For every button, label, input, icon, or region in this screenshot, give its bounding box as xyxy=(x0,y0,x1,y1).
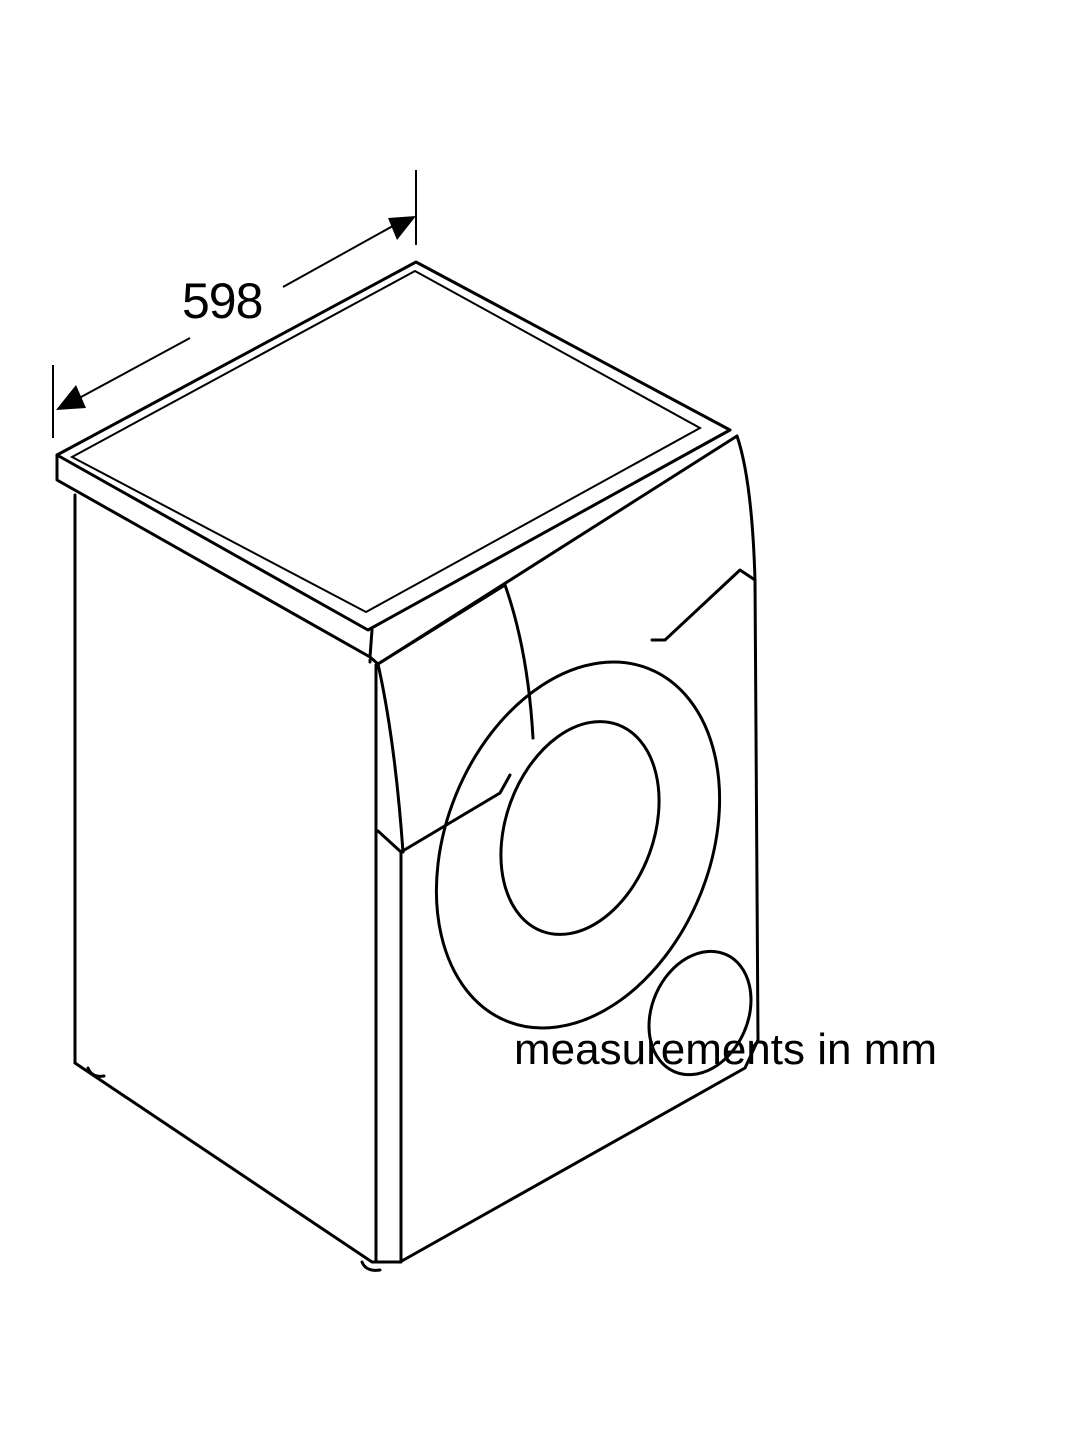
panel-top-edge xyxy=(376,583,507,666)
width-dimension xyxy=(52,170,417,438)
width-dimension-label: 598 xyxy=(182,273,263,329)
arrowhead-right-icon xyxy=(388,216,416,240)
worktop xyxy=(55,260,739,666)
arrowhead-left-icon xyxy=(56,385,86,410)
service-flap xyxy=(647,949,753,1077)
foot-left xyxy=(86,1066,106,1078)
door-outer-ring xyxy=(434,660,722,1030)
dimension-line-right xyxy=(282,221,401,288)
door-glass xyxy=(499,720,661,936)
cabinet xyxy=(73,434,760,1264)
dimension-line-left xyxy=(69,337,191,404)
foot-front xyxy=(360,1260,382,1272)
units-note: measurements in mm xyxy=(514,1025,938,1074)
